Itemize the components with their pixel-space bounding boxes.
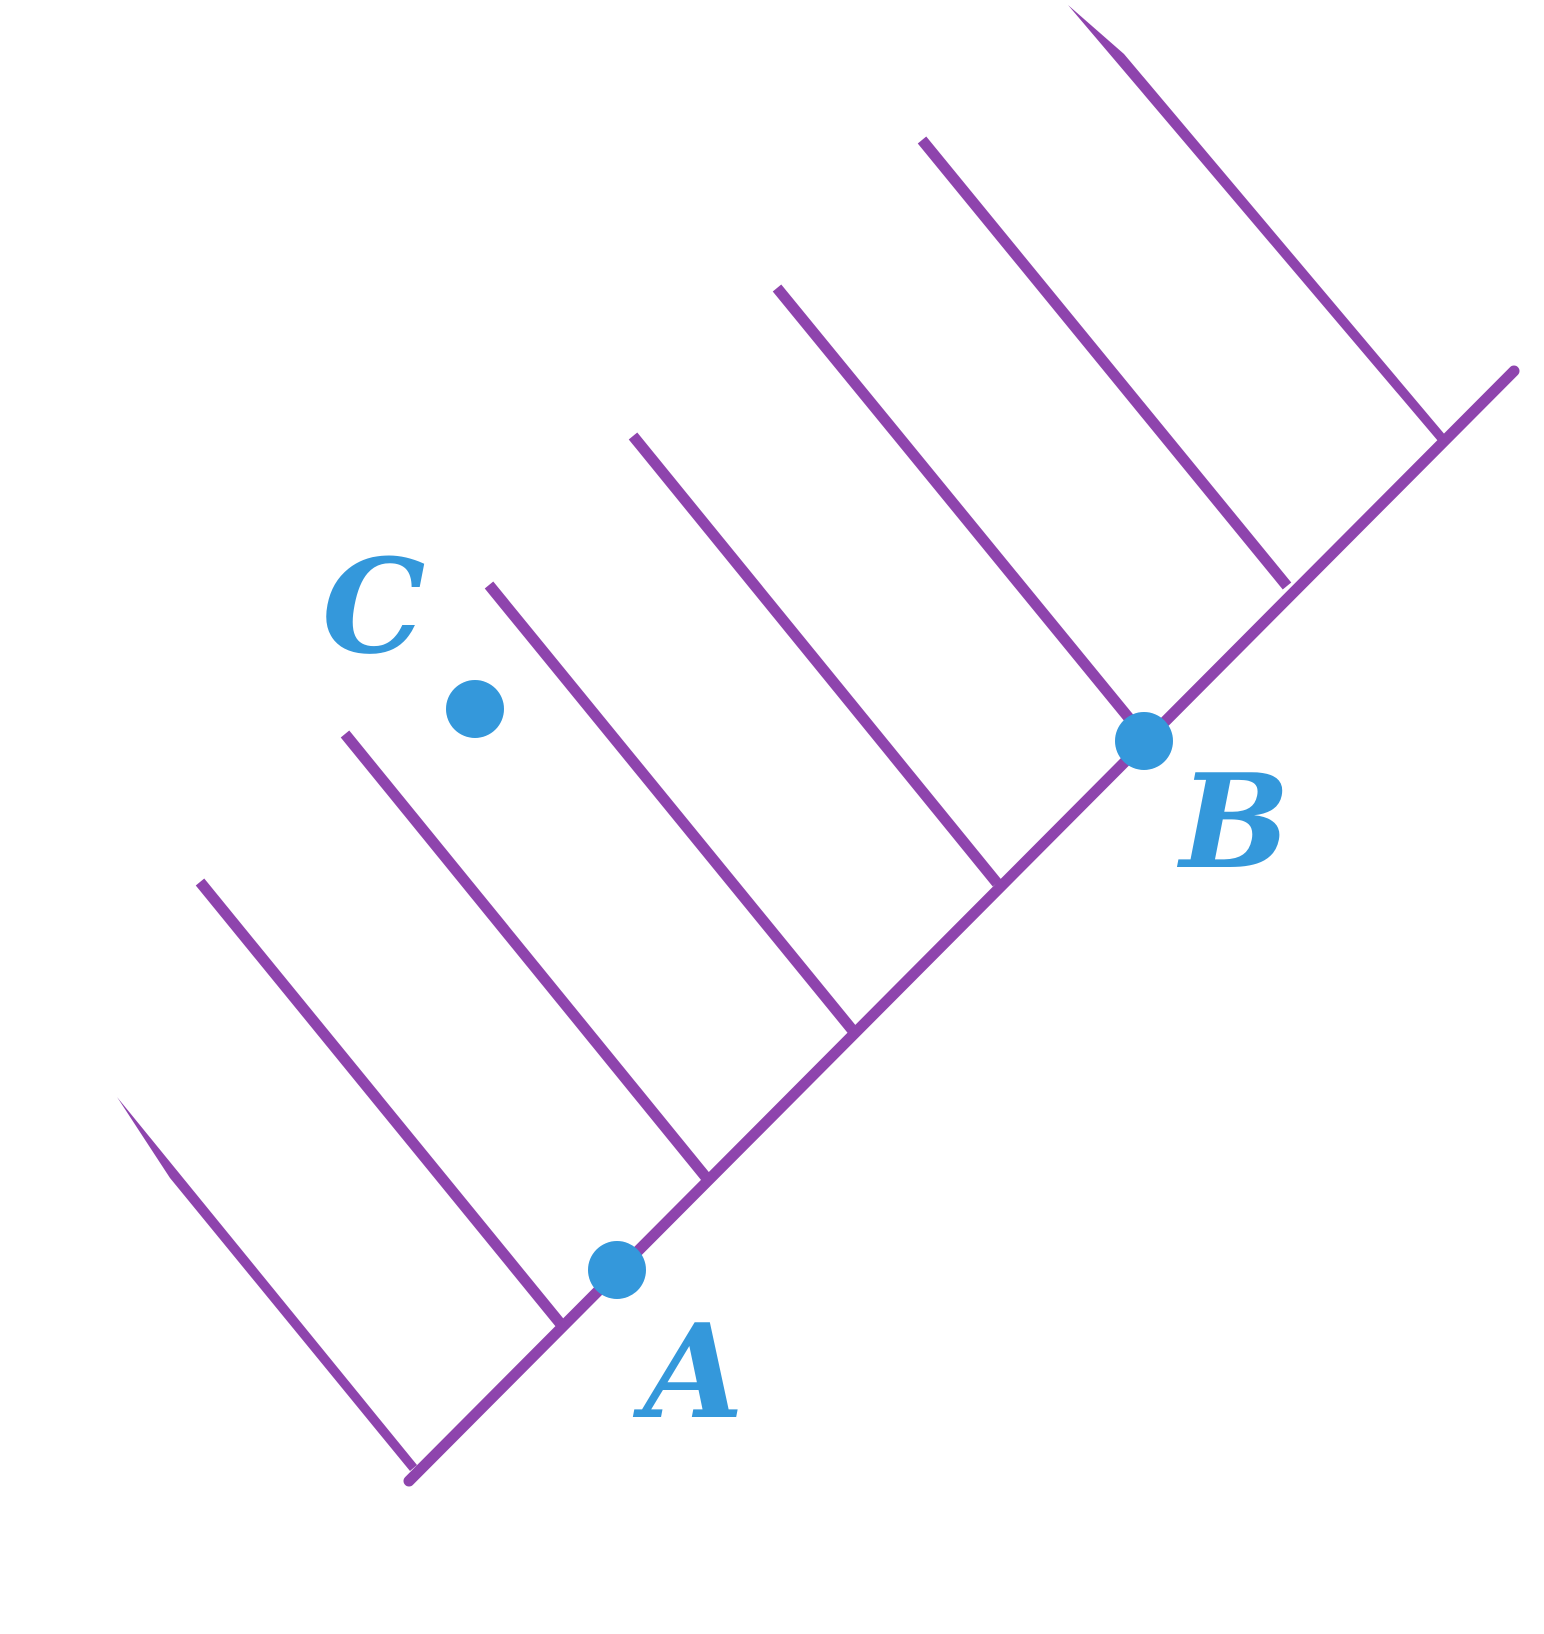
hatch-line-5 (628, 432, 1002, 887)
point-a-label: A (632, 1295, 744, 1448)
hatch-line-1 (117, 1097, 417, 1471)
hatch-lines (117, 5, 1446, 1471)
point-c-label: C (322, 530, 425, 683)
point-a[interactable] (588, 1241, 646, 1299)
hatch-line-8 (1068, 5, 1446, 441)
point-c[interactable] (446, 680, 504, 738)
hatch-line-2 (195, 878, 569, 1332)
boundary-line (403, 365, 1520, 1487)
hatch-line-3 (340, 730, 714, 1185)
point-b-label: B (1176, 745, 1290, 898)
point-b[interactable] (1115, 712, 1173, 770)
hatch-line-7 (917, 136, 1292, 590)
hatch-line-6 (772, 284, 1147, 738)
hatch-line-4 (484, 581, 859, 1036)
